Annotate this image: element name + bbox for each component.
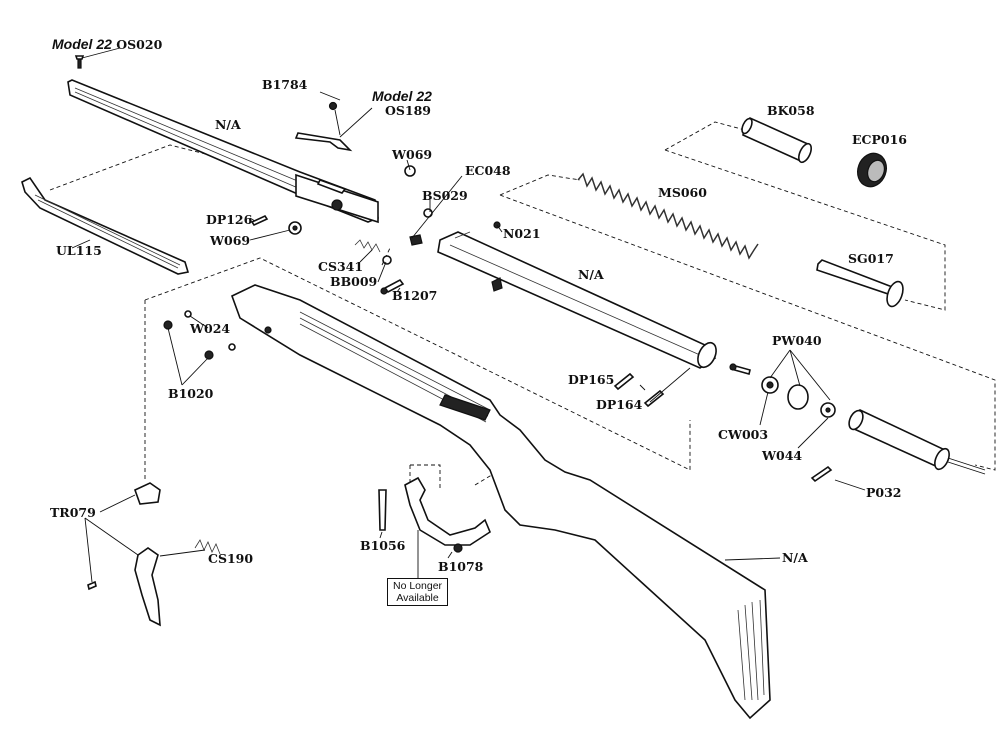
pin-dp126-part (250, 214, 269, 227)
label-n021: N021 (503, 226, 541, 241)
top-rail-part (67, 79, 379, 224)
underlever-ul115-part (21, 176, 190, 275)
label-dp126: DP126 (206, 212, 253, 227)
label-os189: OS189 (385, 103, 432, 118)
end-cap-ecp016-part (857, 152, 887, 188)
label-ms060: MS060 (658, 185, 707, 200)
piston-washers-pw040-part (729, 363, 836, 418)
screw-os020-part (74, 55, 85, 69)
label-w069-bottom: W069 (210, 233, 251, 248)
label-w044: W044 (762, 448, 803, 463)
label-cs341: CS341 (318, 259, 364, 274)
note-line-2: Available (396, 592, 439, 604)
label-p032: P032 (866, 485, 902, 500)
label-cw003: CW003 (718, 427, 769, 442)
label-dp164: DP164 (596, 397, 643, 412)
label-na-stock: N/A (782, 550, 808, 565)
clip-os189-part (294, 101, 353, 152)
label-b1056: B1056 (360, 538, 406, 553)
label-b1784: B1784 (262, 77, 308, 92)
label-bs029: BS029 (422, 188, 468, 203)
label-b1207: B1207 (392, 288, 438, 303)
washer-w069-part (288, 165, 416, 235)
label-w024: W024 (190, 321, 231, 336)
label-ecp016: ECP016 (852, 132, 907, 147)
label-bb009: BB009 (330, 274, 378, 289)
trigger-guard-part (404, 476, 491, 553)
label-pw040: PW040 (772, 333, 822, 348)
no-longer-available-note: No Longer Available (387, 578, 449, 606)
compression-tube-part (437, 231, 717, 369)
screws-b1020-part (163, 310, 236, 360)
label-bk058: BK058 (767, 103, 815, 118)
mainspring-ms060-part (577, 172, 759, 260)
spring-guide-sg017-part (816, 259, 904, 308)
label-w069-top: W069 (392, 147, 433, 162)
label-ul115: UL115 (56, 243, 102, 258)
cylinder-bk058-part (741, 117, 812, 164)
label-b1020: B1020 (168, 386, 214, 401)
label-b1078: B1078 (438, 559, 484, 574)
label-cs190: CS190 (208, 551, 254, 566)
label-sg017: SG017 (848, 251, 894, 266)
stock-part (231, 284, 771, 720)
trigger-tr079-part (87, 482, 221, 627)
screw-b1056-part (378, 489, 387, 531)
leader-lines (71, 47, 866, 583)
label-model22-top: Model 22 (52, 36, 112, 52)
label-na-top: N/A (215, 117, 241, 132)
spring-cs341-part (354, 239, 405, 295)
note-line-1: No Longer (393, 580, 443, 592)
pin-p032-part (810, 465, 833, 483)
label-model22-mid: Model 22 (372, 88, 432, 104)
label-ec048: EC048 (465, 163, 511, 178)
label-os020: Model 22 OS020 (52, 36, 163, 52)
piston-part (848, 409, 986, 475)
label-tr079: TR079 (50, 505, 96, 520)
label-dp165: DP165 (568, 372, 615, 387)
label-na-mid: N/A (578, 267, 604, 282)
